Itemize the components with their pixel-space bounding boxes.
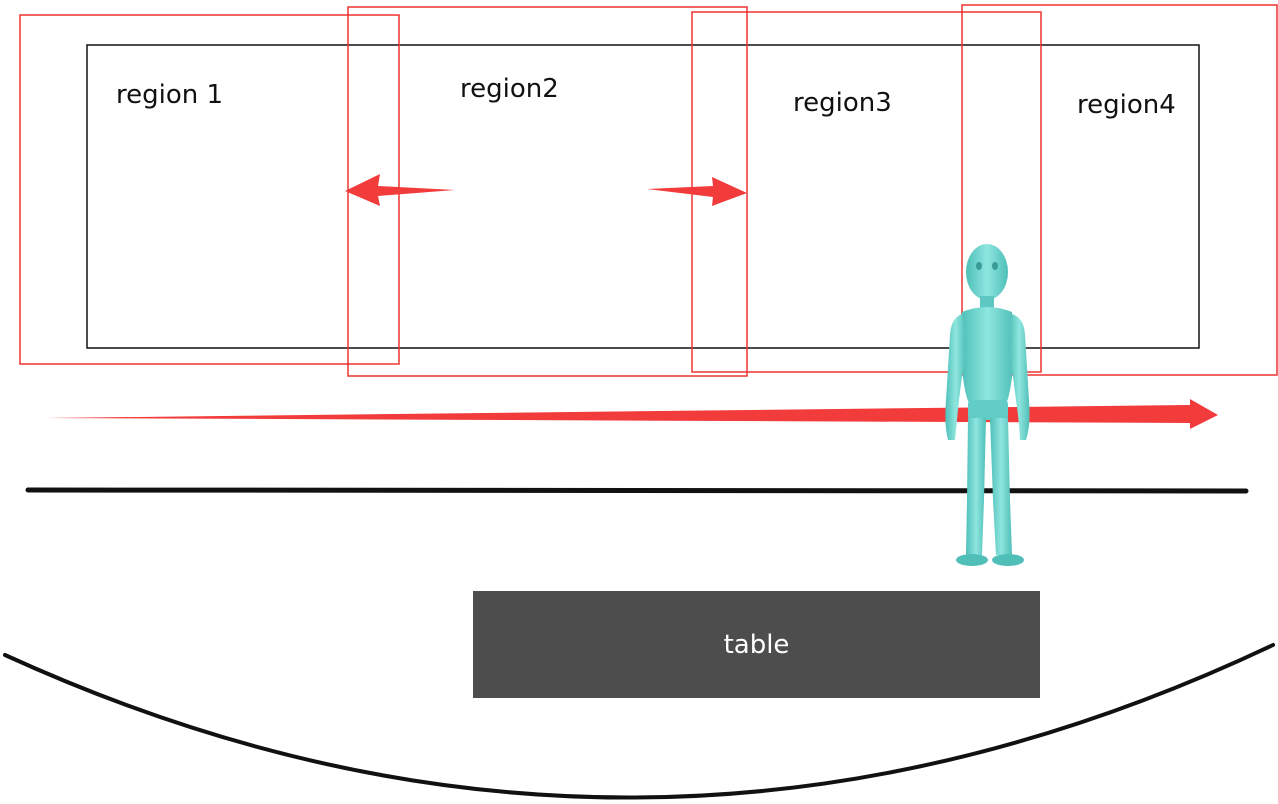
left-arrow [345,174,455,206]
region1-box [19,14,400,365]
curved-floor-line [3,643,1275,800]
person-figure-icon [945,244,1030,566]
screen-outline [86,44,1200,349]
region-3-label: region3 [793,88,892,118]
right-arrow [647,177,747,206]
region-1-label: region 1 [116,80,224,110]
table-label: table [723,629,790,660]
walking-direction-arrow [45,399,1218,429]
region-2-label: region2 [460,74,559,104]
table-block: table [473,591,1040,698]
region4-box [961,4,1278,376]
boundary-line [25,486,1249,494]
region-4-label: region4 [1077,90,1176,120]
